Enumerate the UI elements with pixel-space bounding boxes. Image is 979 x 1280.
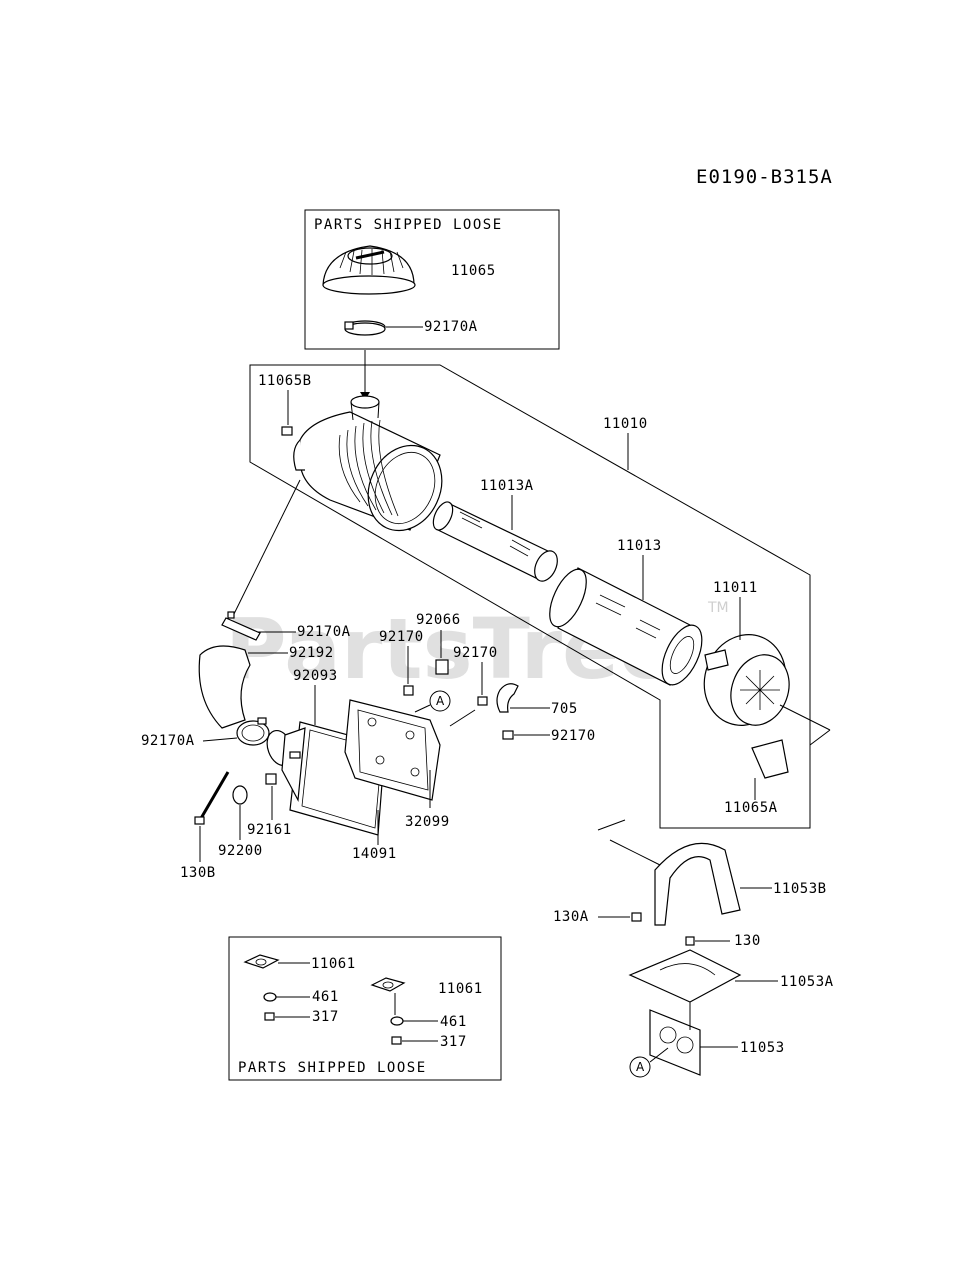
label-92170A-low: 92170A bbox=[141, 733, 195, 749]
label-92200: 92200 bbox=[218, 843, 263, 859]
label-130B: 130B bbox=[180, 865, 216, 881]
bracket-11053A bbox=[628, 949, 742, 1003]
gasket-11061-b bbox=[370, 977, 406, 992]
bolt-130A bbox=[631, 912, 642, 922]
label-11053A: 11053A bbox=[780, 974, 834, 990]
bracket-32099 bbox=[344, 699, 441, 801]
label-92066: 92066 bbox=[416, 612, 461, 628]
intake-hose-92192 bbox=[198, 645, 251, 729]
nut-317-a bbox=[264, 1012, 275, 1021]
loose-parts-box-bottom bbox=[228, 936, 502, 1081]
label-92161: 92161 bbox=[247, 822, 292, 838]
plate-11053 bbox=[649, 1009, 701, 1076]
label-11013: 11013 bbox=[617, 538, 662, 554]
loose-parts-box-bottom-title: PARTS SHIPPED LOOSE bbox=[238, 1060, 427, 1076]
label-92192: 92192 bbox=[289, 645, 334, 661]
loose-parts-box-top bbox=[304, 209, 560, 350]
ref-marker-a-bottom bbox=[629, 1056, 651, 1078]
svg-text:A: A bbox=[436, 694, 445, 708]
label-92170-a: 92170 bbox=[379, 629, 424, 645]
nut-317-b bbox=[391, 1036, 402, 1045]
clamp-92170-c bbox=[502, 730, 514, 740]
svg-text:A: A bbox=[636, 1060, 645, 1074]
label-92170-b: 92170 bbox=[453, 645, 498, 661]
inner-filter-element bbox=[432, 501, 558, 582]
diagram-code: E0190-B315A bbox=[696, 166, 833, 188]
label-705: 705 bbox=[551, 701, 578, 717]
label-11065B: 11065B bbox=[258, 373, 312, 389]
label-92170-c: 92170 bbox=[551, 728, 596, 744]
bolt-130 bbox=[685, 936, 695, 946]
loose-parts-box-top-title: PARTS SHIPPED LOOSE bbox=[314, 217, 503, 233]
label-130: 130 bbox=[734, 933, 761, 949]
label-461-a: 461 bbox=[312, 989, 339, 1005]
washer-92200 bbox=[232, 785, 248, 805]
label-11053B: 11053B bbox=[773, 881, 827, 897]
label-130A: 130A bbox=[553, 909, 589, 925]
hose-705 bbox=[496, 683, 519, 713]
gasket-11061-a bbox=[243, 954, 280, 969]
nut-92161 bbox=[265, 773, 277, 785]
clamp-92170-b bbox=[477, 696, 488, 706]
label-92170A-top: 92170A bbox=[424, 319, 478, 335]
precleaner-cap bbox=[322, 245, 416, 295]
washer-461-a bbox=[263, 992, 277, 1002]
label-11010: 11010 bbox=[603, 416, 648, 432]
bolt-130B bbox=[194, 771, 230, 825]
label-11061-a: 11061 bbox=[311, 956, 356, 972]
fitting-92066 bbox=[435, 659, 449, 675]
band-11053B bbox=[654, 842, 741, 926]
label-461-b: 461 bbox=[440, 1014, 467, 1030]
valve-11065B bbox=[281, 426, 293, 436]
hose-clamp-top bbox=[344, 320, 386, 336]
air-cleaner-housing bbox=[293, 395, 443, 532]
hose-clamp-low bbox=[236, 717, 270, 746]
outer-filter-element bbox=[549, 567, 703, 686]
evacuator-valve-11065A bbox=[751, 739, 789, 779]
label-317-a: 317 bbox=[312, 1009, 339, 1025]
label-14091: 14091 bbox=[352, 846, 397, 862]
ref-marker-a-top bbox=[429, 690, 451, 712]
label-317-b: 317 bbox=[440, 1034, 467, 1050]
clamp-92170-a bbox=[403, 685, 414, 696]
label-11013A: 11013A bbox=[480, 478, 534, 494]
label-92093: 92093 bbox=[293, 668, 338, 684]
label-92170A-mid: 92170A bbox=[297, 624, 351, 640]
watermark-tm: TM bbox=[707, 600, 729, 616]
label-11065: 11065 bbox=[451, 263, 496, 279]
assembly-outline-11010 bbox=[249, 364, 811, 829]
washer-461-b bbox=[390, 1016, 404, 1026]
air-cleaner-cover bbox=[703, 634, 790, 726]
label-11053: 11053 bbox=[740, 1040, 785, 1056]
label-11011: 11011 bbox=[713, 580, 758, 596]
label-11065A: 11065A bbox=[724, 800, 778, 816]
label-32099: 32099 bbox=[405, 814, 450, 830]
hose-clamp-mid bbox=[221, 611, 261, 641]
label-11061-b: 11061 bbox=[438, 981, 483, 997]
